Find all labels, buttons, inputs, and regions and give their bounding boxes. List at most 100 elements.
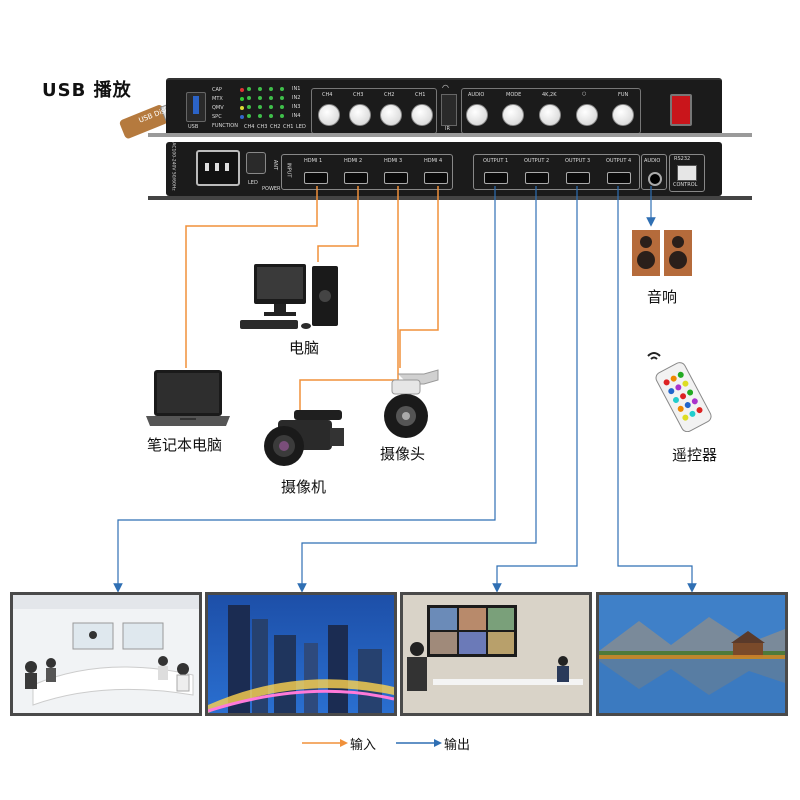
channel-label: CH3	[353, 92, 364, 98]
ch1-button[interactable]	[411, 104, 433, 126]
input-line-camcorder	[299, 186, 399, 410]
hdmi-input-port-1[interactable]	[304, 172, 328, 184]
resolution-button[interactable]	[539, 104, 561, 126]
function-label: 4K,2K	[542, 92, 557, 98]
usb-port[interactable]	[186, 92, 206, 122]
audio-button[interactable]	[466, 104, 488, 126]
output-line-1	[113, 186, 496, 593]
mode-button[interactable]	[502, 104, 524, 126]
rs232-port-group: RS232 CONTROL	[669, 154, 705, 192]
output-line-2	[297, 186, 537, 593]
mode-indicator: CAP	[212, 86, 244, 95]
hdmi-output-port-4[interactable]	[607, 172, 631, 184]
matrix-row-label: IN2	[292, 95, 301, 101]
led-label: LED	[248, 180, 258, 186]
camcorder-label: 摄像机	[281, 478, 327, 496]
audio-port-group: AUDIO	[641, 154, 667, 190]
fun-button[interactable]	[612, 104, 634, 126]
laptop-icon	[146, 368, 232, 432]
matrix-row-label: IN1	[292, 86, 301, 92]
channel-label: CH1	[415, 92, 426, 98]
display-screen-meeting	[400, 592, 592, 716]
function-button-group: AUDIO MODE 4K,2K ○ FUN	[461, 88, 641, 134]
laptop-label: 笔记本电脑	[147, 436, 223, 454]
control-label: CONTROL	[673, 182, 698, 188]
input-line-computer	[317, 186, 359, 262]
hdmi-output-label: OUTPUT 3	[565, 158, 591, 164]
output-legend-line	[396, 739, 442, 747]
mode-indicator: SPC	[212, 113, 244, 122]
hdmi-output-label: OUTPUT 1	[483, 158, 509, 164]
hdmi-output-label: OUTPUT 4	[606, 158, 632, 164]
front-panel-shadow	[148, 133, 752, 137]
audio-jack[interactable]	[648, 172, 662, 186]
matrix-row-label: IN4	[292, 113, 301, 119]
input-line-laptop	[185, 186, 318, 368]
hdmi-output-group: OUTPUT 1 OUTPUT 2 OUTPUT 3 OUTPUT 4	[473, 154, 640, 190]
function-label: MODE	[506, 92, 522, 98]
rj45-port[interactable]	[677, 165, 697, 181]
hdmi-input-label: HDMI 1	[304, 158, 323, 164]
front-panel: USB CAP MTX QMV SPC FUNCTION IN1 IN2 IN3…	[166, 78, 722, 136]
hdmi-input-label: HDMI 2	[344, 158, 363, 164]
hdmi-input-group: INPUT HDMI 1 HDMI 2 HDMI 3 HDMI 4	[281, 154, 453, 190]
remote-label: 遥控器	[672, 446, 718, 464]
output-line-3	[492, 186, 578, 593]
channel-label: CH2	[384, 92, 395, 98]
mode-indicator: MTX	[212, 95, 244, 104]
usb-port-label: USB	[188, 124, 199, 130]
mode-indicator: QMV	[212, 104, 244, 113]
ir-receiver	[441, 94, 457, 126]
legend: 输入 输出	[298, 734, 508, 754]
computer-label: 电脑	[289, 339, 320, 357]
ptz-camera-icon	[378, 368, 448, 440]
hdmi-output-port-2[interactable]	[525, 172, 549, 184]
ir-label: IR	[445, 126, 450, 132]
desktop-computer-icon	[236, 262, 346, 334]
display-screen-landscape	[596, 592, 788, 716]
ch3-button[interactable]	[349, 104, 371, 126]
rs232-label: RS232	[674, 156, 691, 162]
display-screen-conference	[10, 592, 202, 716]
power-switch[interactable]	[670, 94, 692, 126]
function-label: AUDIO	[468, 92, 485, 98]
led-port[interactable]	[246, 152, 266, 174]
hdmi-input-label: HDMI 3	[384, 158, 403, 164]
input-legend-label: 输入	[350, 738, 377, 753]
ch4-button[interactable]	[318, 104, 340, 126]
hdmi-output-label: OUTPUT 2	[524, 158, 550, 164]
remote-control-icon	[644, 350, 722, 433]
power-label: POWER	[262, 186, 281, 192]
ch2-button[interactable]	[380, 104, 402, 126]
channel-label: CH4	[322, 92, 333, 98]
speaker-label: 音响	[647, 288, 678, 306]
display-screen-city	[205, 592, 397, 716]
usb-playback-title: USB 播放	[42, 80, 132, 101]
matrix-col-labels: CH4 CH3 CH2 CH1 LED	[244, 124, 306, 130]
function-label: FUN	[618, 92, 629, 98]
camcorder-icon	[260, 406, 350, 472]
output-legend-label: 输出	[444, 738, 471, 753]
hdmi-input-label: HDMI 4	[424, 158, 443, 164]
blank-button[interactable]	[576, 104, 598, 126]
audio-label: AUDIO	[644, 158, 661, 164]
mode-indicator: FUNCTION	[212, 123, 238, 129]
output-line-4	[617, 186, 697, 593]
hdmi-input-port-4[interactable]	[424, 172, 448, 184]
function-label: ○	[582, 91, 587, 97]
wifi-icon: ◠	[442, 83, 449, 92]
hdmi-input-port-2[interactable]	[344, 172, 368, 184]
rear-panel-bracket	[148, 196, 752, 200]
hdmi-output-port-3[interactable]	[566, 172, 590, 184]
rear-panel: AC100-240V 50/60Hz LED POWER ANT INPUT H…	[166, 142, 722, 196]
hdmi-output-port-1[interactable]	[484, 172, 508, 184]
power-socket[interactable]	[196, 150, 240, 186]
matrix-row-label: IN3	[292, 104, 301, 110]
camera-label: 摄像头	[380, 445, 426, 463]
input-line-camera	[399, 186, 439, 368]
led-matrix: IN1 IN2 IN3 IN4	[244, 85, 306, 121]
input-legend-line	[302, 739, 348, 747]
speaker-icon	[630, 226, 696, 278]
hdmi-input-port-3[interactable]	[384, 172, 408, 184]
